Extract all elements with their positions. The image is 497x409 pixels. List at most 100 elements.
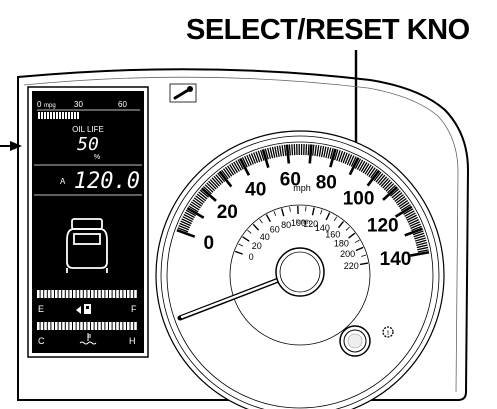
temp-segment	[127, 322, 130, 330]
mph-tick	[410, 250, 430, 257]
mph-tick	[267, 147, 272, 159]
needle-hub	[275, 247, 325, 297]
mpg-bar	[71, 112, 73, 119]
fuel-segment	[87, 290, 90, 298]
mph-tick	[285, 144, 291, 164]
temp-segment	[134, 322, 137, 330]
temp-segment	[91, 322, 94, 330]
fuel-empty-label: E	[38, 304, 44, 314]
kmh-tick	[359, 262, 369, 266]
mph-tick	[182, 216, 193, 223]
fuel-segment	[73, 290, 76, 298]
mph-tick	[208, 180, 217, 190]
mph-tick	[410, 223, 421, 229]
mph-tick	[231, 162, 238, 173]
mph-tick	[412, 230, 424, 236]
mph-tick	[356, 159, 364, 170]
kmh-label: 140	[315, 223, 330, 233]
coolant-temp-icon	[79, 333, 97, 345]
mph-tick	[188, 205, 199, 213]
mph-tick	[411, 225, 422, 232]
mph-tick	[253, 152, 259, 163]
mph-tick	[209, 179, 219, 188]
mph-tick	[377, 174, 386, 184]
mph-tick	[274, 146, 278, 158]
mph-tick	[391, 190, 401, 199]
mph-tick	[375, 173, 384, 183]
mpg-bar	[65, 112, 67, 119]
kmh-tick	[345, 226, 350, 231]
oil-life-value: 50	[77, 134, 99, 155]
svg-text:!: !	[387, 331, 389, 337]
kmh-tick	[355, 246, 364, 252]
mph-tick	[235, 160, 242, 171]
mph-tick	[329, 148, 337, 168]
mph-tick	[370, 168, 378, 179]
temp-segment	[80, 322, 83, 330]
kmh-tick	[348, 232, 356, 239]
mph-tick	[206, 182, 216, 192]
speedometer-needle	[180, 272, 296, 319]
mph-tick	[327, 147, 332, 159]
temp-segment	[76, 322, 80, 330]
mph-tick	[183, 213, 194, 221]
kmh-tick	[354, 239, 360, 243]
mph-tick	[366, 169, 381, 187]
mph-tick	[204, 184, 214, 193]
kmh-label: 80	[281, 220, 291, 230]
mph-tick	[279, 145, 283, 157]
kmh-label: 100	[291, 218, 306, 228]
temp-segment	[83, 322, 87, 330]
temp-segment	[37, 322, 40, 330]
fuel-segment	[58, 290, 62, 298]
mph-tick	[283, 144, 287, 156]
mph-tick	[416, 244, 428, 249]
mph-tick	[348, 155, 355, 166]
mph-tick	[239, 157, 251, 176]
mph-tick	[215, 174, 224, 184]
gear-warning-icon: !	[382, 326, 394, 338]
mph-label: 80	[316, 173, 337, 194]
mph-tick	[276, 145, 280, 157]
mph-tick	[305, 144, 308, 156]
kmh-tick	[265, 214, 271, 223]
kmh-tick	[337, 221, 345, 229]
kmh-label: 120	[303, 219, 318, 229]
temp-segment	[109, 322, 112, 330]
mph-tick	[390, 188, 400, 197]
temp-segment	[112, 322, 116, 330]
mph-label: 120	[367, 215, 399, 236]
fuel-segment	[105, 290, 108, 298]
mpg-bar	[74, 112, 76, 119]
mpg-bar	[62, 112, 64, 119]
multi-information-display: 0 mpg 30 60 OIL LIFE 50 % A 120.0 E F	[27, 86, 149, 358]
trip-value: 120.0	[74, 169, 140, 194]
temp-segment	[119, 322, 123, 330]
temp-segment	[55, 322, 58, 330]
mph-tick	[414, 237, 426, 242]
mph-tick	[354, 158, 362, 169]
mph-tick	[397, 198, 407, 206]
kmh-ticks	[234, 206, 369, 266]
mph-tick	[314, 144, 317, 157]
kmh-tick	[238, 243, 244, 247]
mph-tick	[248, 154, 254, 165]
mph-tick	[358, 160, 366, 172]
mph-tick	[318, 145, 322, 157]
mph-tick	[200, 187, 217, 202]
mph-tick	[269, 147, 274, 159]
mph-tick	[408, 219, 420, 225]
mph-tick	[362, 163, 370, 174]
mph-tick	[202, 186, 212, 195]
mph-tick	[380, 177, 389, 187]
mph-tick	[400, 204, 411, 212]
mph-tick	[407, 216, 418, 223]
mph-tick	[180, 220, 191, 227]
mph-tick	[406, 214, 417, 221]
mph-tick	[348, 157, 360, 176]
fuel-segment	[40, 290, 44, 298]
kmh-label: 200	[340, 249, 355, 259]
oil-life-unit: %	[94, 154, 100, 161]
mpg-bar	[68, 112, 70, 119]
